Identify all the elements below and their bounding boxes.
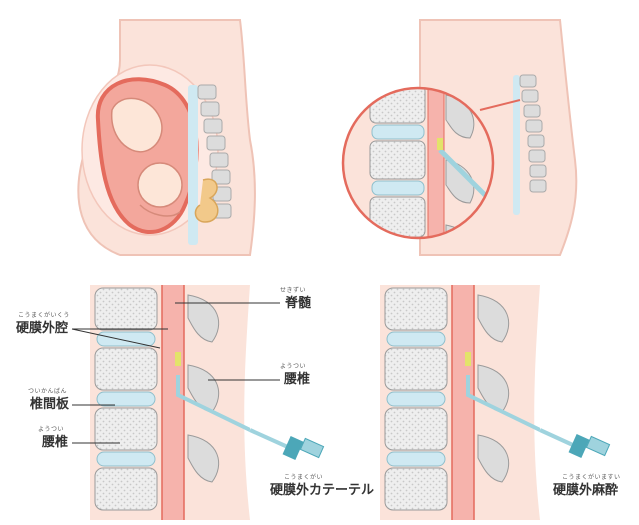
magnifier-ring bbox=[341, 86, 495, 240]
anesthesia-detail-panel bbox=[380, 285, 540, 520]
body-magnifier-panel bbox=[341, 19, 578, 256]
magnifier-pointer bbox=[479, 99, 521, 111]
lumbar-right-ruby: ようつい bbox=[280, 363, 307, 370]
baby-head bbox=[137, 162, 183, 208]
catheter-connector bbox=[249, 428, 325, 460]
lumbar-left-ruby: ようつい bbox=[38, 426, 65, 433]
anesthesia-connector bbox=[539, 428, 611, 458]
pregnant-body-panel bbox=[77, 19, 256, 256]
intervertebral-disc-label: 椎間板 bbox=[30, 397, 70, 412]
epidural-catheter-ruby: こうまくがい bbox=[284, 474, 324, 481]
baby-body bbox=[110, 97, 163, 153]
intestine bbox=[194, 178, 219, 223]
spinal-cord-ruby: せきずい bbox=[280, 287, 307, 294]
epidural-anesthesia-ruby: こうまくがいますい bbox=[562, 474, 621, 481]
epidural-space-ruby: こうまくがいくう bbox=[18, 312, 70, 319]
lumbar-right-label: 腰椎 bbox=[284, 372, 311, 387]
epidural-catheter-label: 硬膜外カテーテル bbox=[270, 483, 375, 498]
intervertebral-disc-ruby: ついかんばん bbox=[28, 388, 68, 395]
epidural-space-label: 硬膜外腔 bbox=[16, 321, 69, 336]
spine-small-right bbox=[513, 74, 547, 215]
catheter-detail-panel bbox=[90, 285, 250, 520]
spinal-cord-label: 脊髄 bbox=[285, 296, 312, 311]
lumbar-left-label: 腰椎 bbox=[42, 435, 69, 450]
epidural-anesthesia-label: 硬膜外麻酔 bbox=[553, 483, 619, 498]
leader-lines bbox=[71, 302, 280, 444]
spine-small bbox=[188, 84, 232, 245]
